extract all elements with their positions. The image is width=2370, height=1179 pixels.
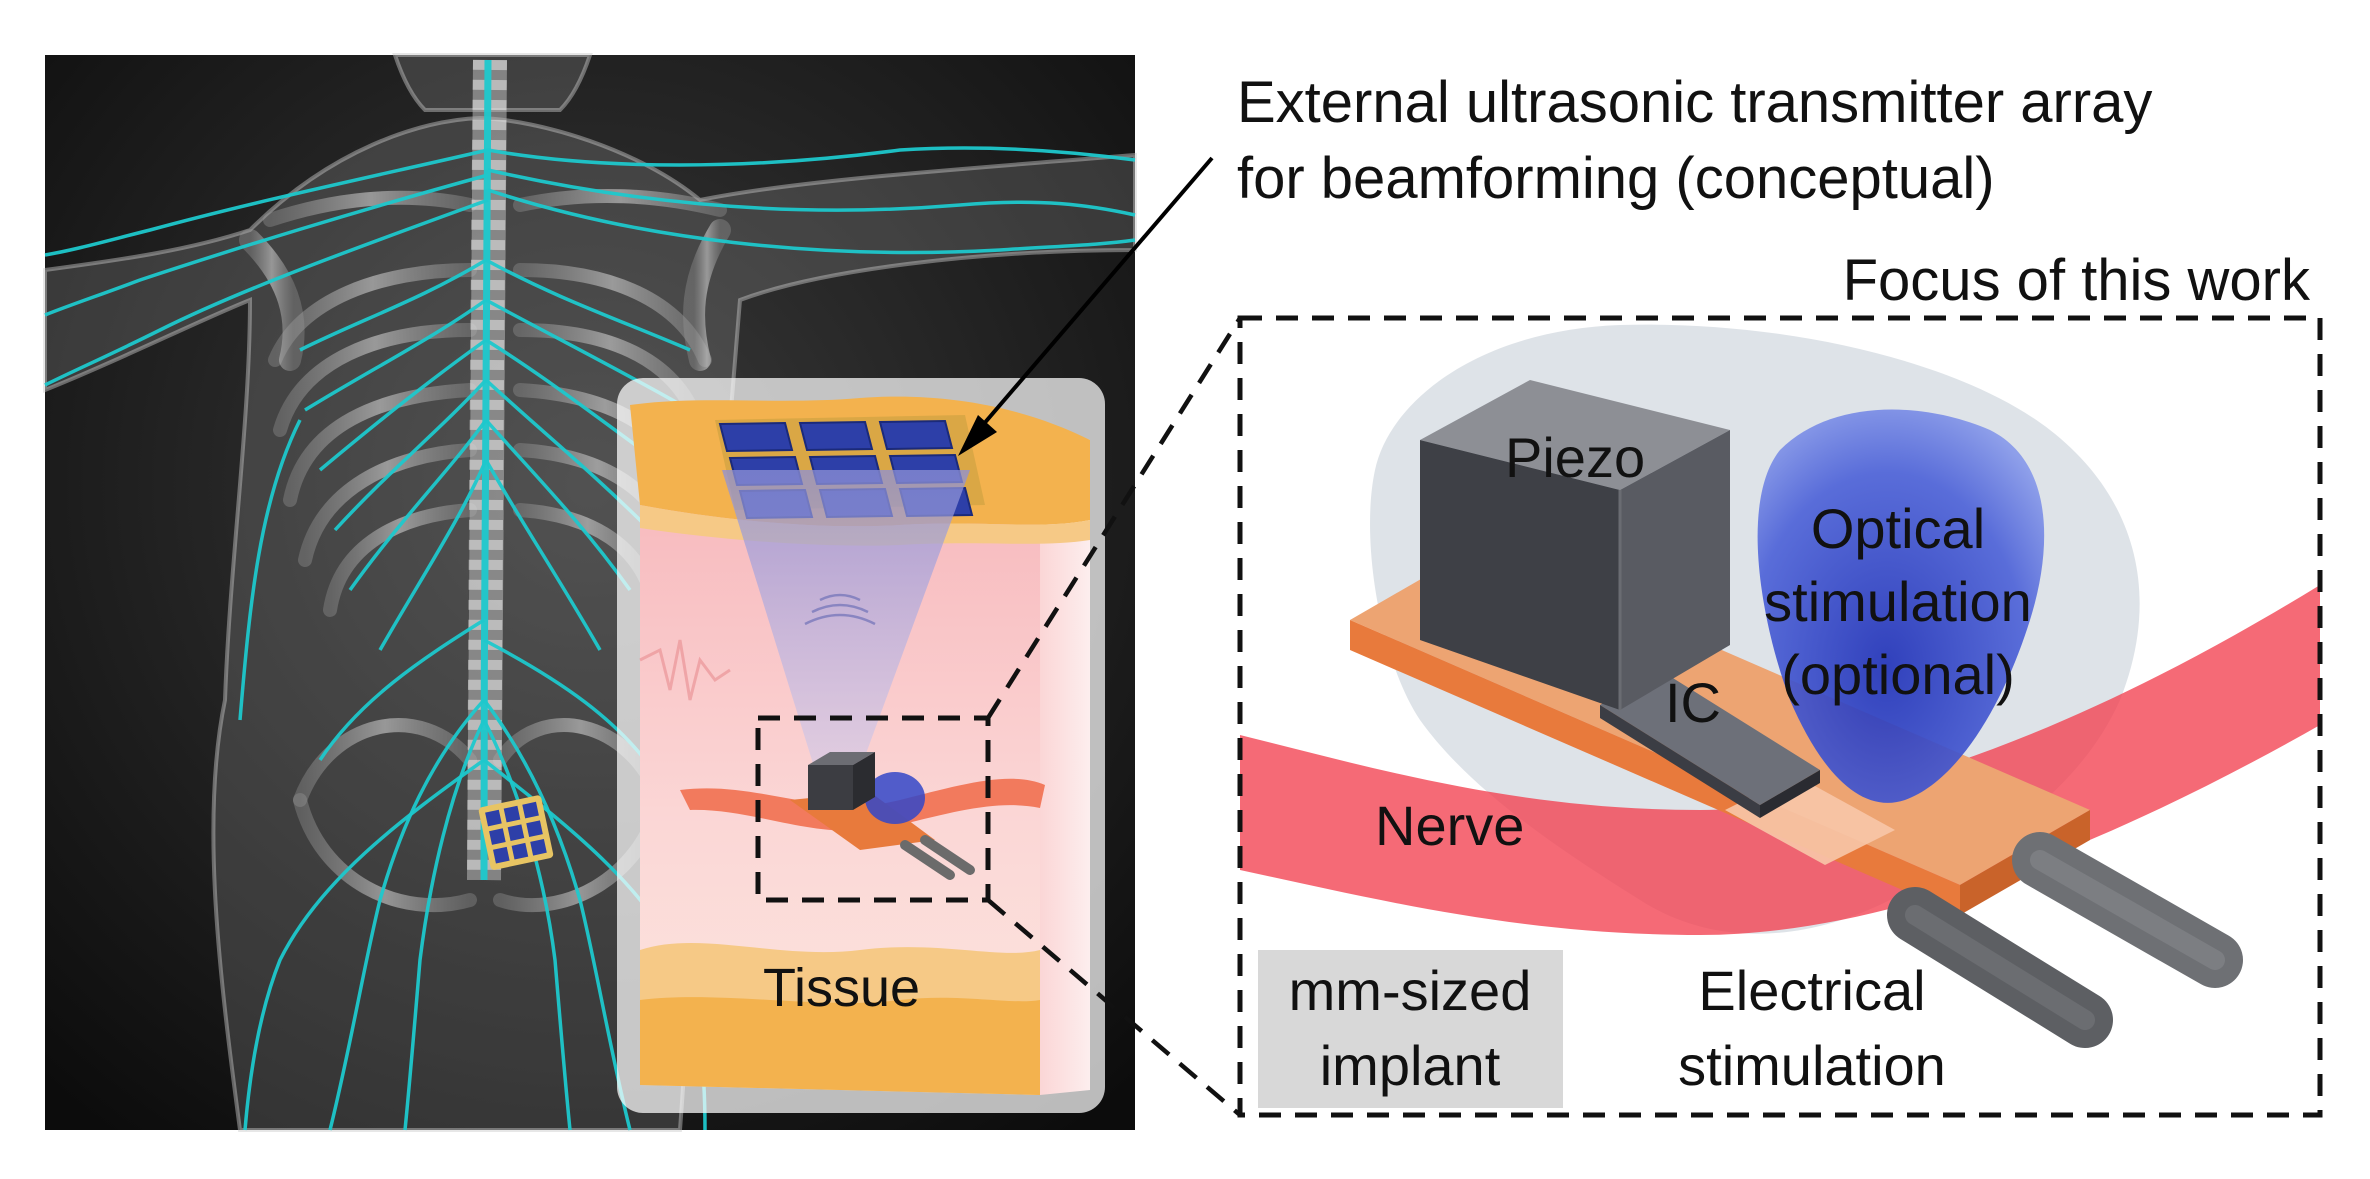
- transmitter-label-line1: External ultrasonic transmitter array: [1237, 70, 2152, 135]
- body-transducer-array: [478, 795, 554, 870]
- transmitter-label-line2: for beamforming (conceptual): [1237, 146, 1995, 211]
- optical-label-line2: stimulation: [1764, 570, 2032, 633]
- tissue-label: Tissue: [763, 958, 920, 1018]
- focus-label: Focus of this work: [1843, 248, 2311, 313]
- implant-label-line2: implant: [1320, 1034, 1501, 1097]
- implant-label-box: [1258, 950, 1563, 1108]
- optical-label-line3: (optional): [1781, 643, 2014, 706]
- implant-label-line1: mm-sized: [1289, 959, 1532, 1022]
- nerve-label: Nerve: [1375, 794, 1524, 857]
- optical-stimulation-region: [1757, 409, 2045, 803]
- tissue-nerve: [680, 778, 1045, 831]
- nerve-network: [44, 59, 1136, 1131]
- focus-box: [1237, 315, 2323, 1118]
- transmitter-arrow: [958, 156, 1214, 456]
- detail-panel: [1237, 315, 2323, 1118]
- ultrasound-beam: [722, 470, 970, 770]
- piezo-label: Piezo: [1505, 426, 1645, 489]
- inset-focus-box: [755, 715, 991, 903]
- optical-label-line1: Optical: [1811, 497, 1985, 560]
- ic-chip: [1600, 670, 1820, 818]
- tissue-side-face: [1040, 420, 1090, 1095]
- zoom-connector-lines: [986, 316, 1242, 1117]
- mini-implant: [790, 752, 975, 880]
- tissue-inset: Tissue: [617, 378, 1105, 1113]
- ic-label: IC: [1665, 671, 1721, 734]
- electrical-label-line1: Electrical: [1698, 959, 1925, 1022]
- electrical-label-line2: stimulation: [1678, 1034, 1946, 1097]
- piezo-cube: [1420, 380, 1730, 710]
- ultrasound-waves: [804, 593, 876, 626]
- electrical-stimulation-electrodes: [1887, 832, 2243, 1048]
